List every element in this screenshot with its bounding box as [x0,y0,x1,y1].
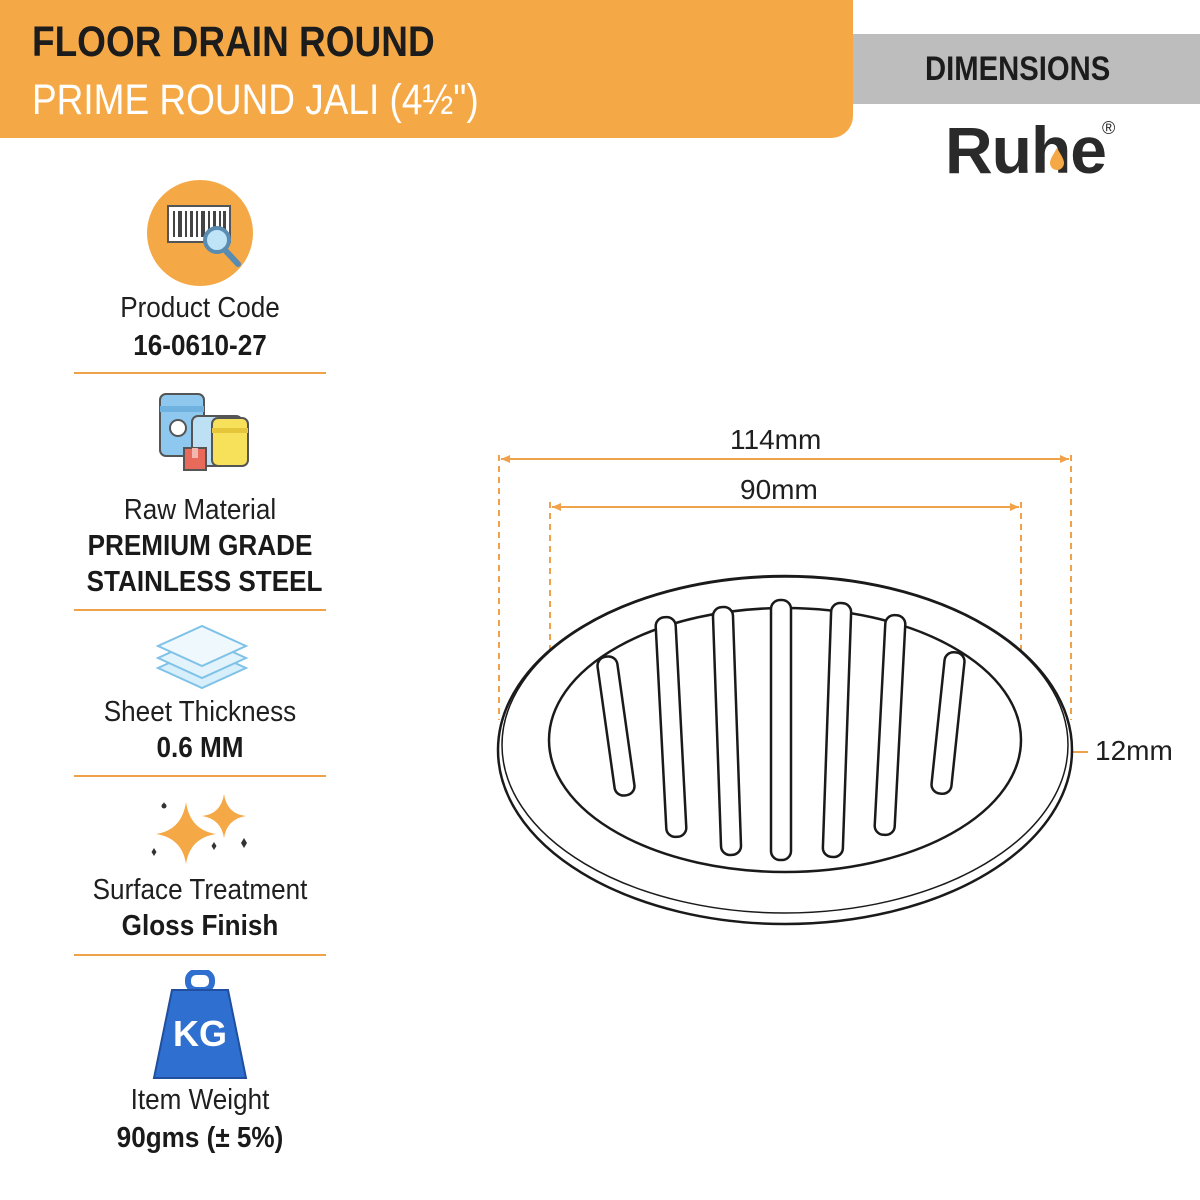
divider [74,775,326,777]
spec-label: Item Weight [130,1084,270,1116]
dimensions-tag-label: DIMENSIONS [925,50,1111,88]
spec-raw-material: Raw Material PREMIUM GRADE STAINLESS STE… [74,388,326,603]
spec-value-line1: PREMIUM GRADE [87,530,313,562]
drain-slots [596,598,966,862]
outer-diameter-label: 114mm [730,424,822,455]
registered-mark: ® [1102,118,1116,138]
rim-width-label: 12mm [1095,735,1173,766]
spec-value: Gloss Finish [121,910,279,942]
barcode-search-icon [147,180,253,286]
sparkles-icon [151,794,247,864]
spec-value: 90gms (± 5%) [116,1122,284,1154]
product-title: FLOOR DRAIN ROUND [32,18,435,66]
kg-weight-icon: KG [152,970,248,1079]
divider [74,372,326,374]
product-subtitle: PRIME ROUND JALI (4½") [32,76,479,124]
raw-material-containers-icon [159,393,249,471]
spec-value: 16-0610-27 [133,330,267,362]
kg-text: KG [173,1013,227,1054]
layered-sheets-icon [155,624,249,690]
inner-diameter-label: 90mm [740,474,818,505]
brand-logo: Ruhe [945,113,1107,187]
spec-label: Sheet Thickness [103,696,297,728]
divider [74,609,326,611]
spec-value: 0.6 MM [156,732,244,764]
spec-sheet-thickness: Sheet Thickness 0.6 MM [74,622,326,772]
spec-surface-treatment: Surface Treatment Gloss Finish [74,792,326,952]
spec-label: Raw Material [123,494,277,526]
spec-label: Surface Treatment [92,874,308,906]
spec-product-code: Product Code 16-0610-27 [74,180,326,370]
divider [74,954,326,956]
spec-label: Product Code [120,292,280,324]
drop-icon [1050,148,1064,170]
spec-value-line2: STAINLESS STEEL [86,566,323,598]
spec-item-weight: KG Item Weight 90gms (± 5%) [74,970,326,1160]
header-banner [0,0,853,138]
dimensions-tag: DIMENSIONS [853,34,1200,104]
